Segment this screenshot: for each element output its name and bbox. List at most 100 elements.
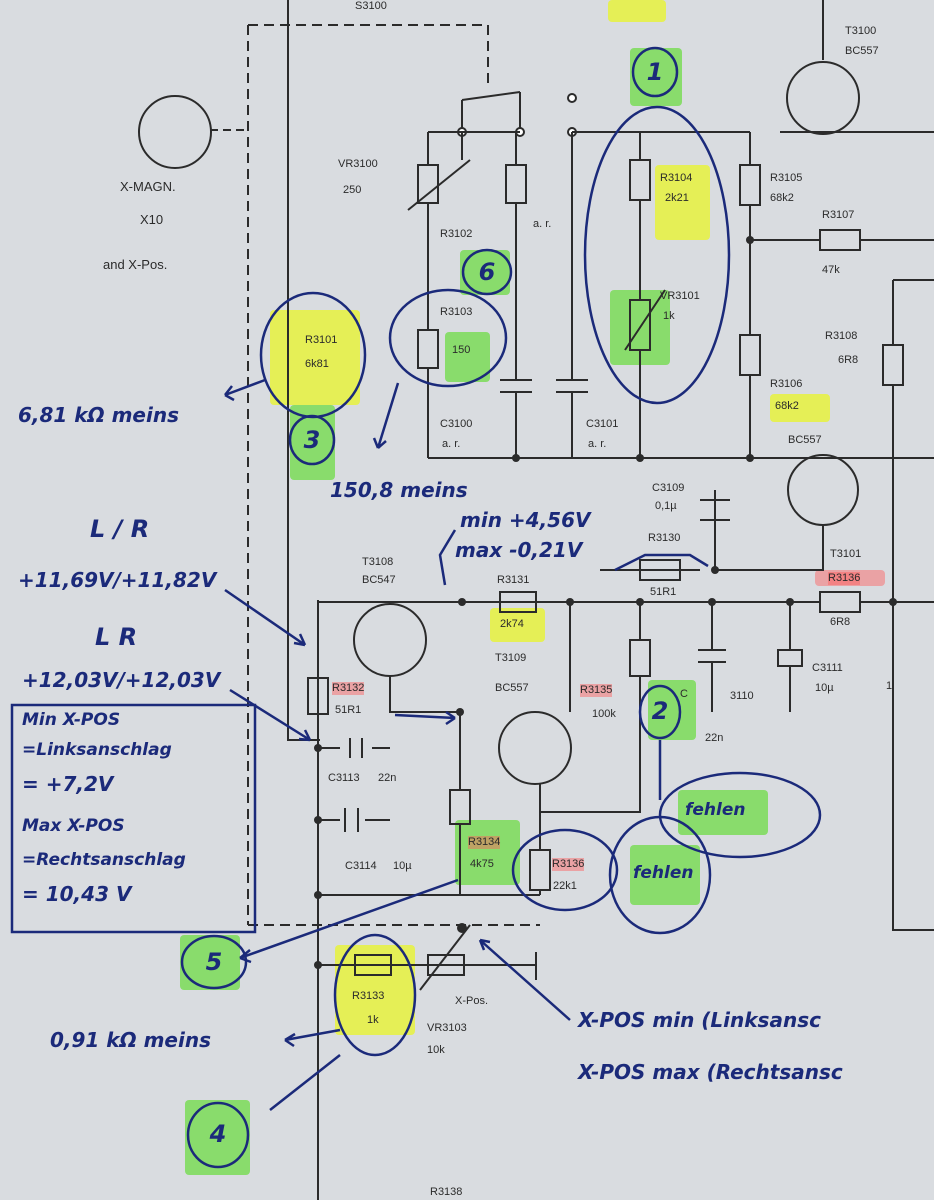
note-r3133-measured: 0,91 kΩ meins (50, 1028, 211, 1052)
note-box-line: =Linksanschlag (22, 740, 172, 760)
R3131-value: 2k74 (500, 618, 524, 630)
highlight (655, 165, 710, 240)
R3102-label: R3102 (440, 228, 473, 240)
note-box-line: = 10,43 V (22, 882, 132, 906)
R3136-value: 6R8 (830, 616, 851, 628)
note-lr-header-2: L R (95, 623, 138, 651)
VR3103-label: VR3103 (427, 1022, 467, 1034)
R3132-label: R3132 (332, 682, 365, 695)
R3101-value: 6k81 (305, 358, 329, 370)
R3136b-label: R3136 (552, 858, 585, 871)
highlight (678, 790, 768, 835)
R3134-value: 4k75 (470, 858, 494, 870)
R3108-value: 6R8 (838, 354, 859, 366)
C3113-label: C3113 (328, 772, 360, 784)
VR3100-value: 250 (343, 184, 362, 196)
note-missing: fehlen (633, 863, 694, 883)
note-min-voltage: min +4,56V (460, 508, 591, 532)
C3110-value: 22n (705, 732, 724, 744)
C3109-value: 0,1µ (655, 500, 677, 512)
highlight (270, 310, 360, 405)
R3135-label: R3135 (580, 684, 613, 697)
note-max-voltage: max -0,21V (455, 538, 583, 562)
pin-one: 1 (886, 680, 893, 692)
note-r3103-measured: 150,8 meins (330, 478, 468, 502)
R3108-label: R3108 (825, 330, 858, 342)
R3136-label: R3136 (828, 572, 861, 585)
note-lr-values-2: +12,03V/+12,03V (22, 668, 221, 692)
R3138-label: R3138 (430, 1186, 463, 1198)
note-box-line: = +7,2V (22, 772, 114, 796)
note-lr-values-1: +11,69V/+11,82V (18, 568, 217, 592)
R3104-label: R3104 (660, 172, 693, 184)
T3108-type: BC547 (362, 574, 396, 586)
R3134-label: R3134 (468, 836, 501, 849)
circled-number: 5 (205, 948, 223, 976)
note-box-line: Max X-POS (22, 816, 125, 836)
highlight (770, 394, 830, 422)
VR3103-value: 10k (427, 1044, 445, 1056)
C3114-value: 10µ (393, 860, 412, 872)
note-xpos-max: X-POS max (Rechtsansc (578, 1060, 843, 1084)
C3114-label: C3114 (345, 860, 377, 872)
T3102-type: BC557 (788, 434, 822, 446)
R3133-value: 1k (367, 1014, 379, 1026)
highlight (630, 845, 700, 905)
C3110-prefix: C (680, 688, 688, 700)
note-missing: fehlen (685, 800, 746, 820)
C3110-label: 3110 (730, 690, 754, 702)
switch-label: S3100 (355, 0, 387, 12)
R3133-label: R3133 (352, 990, 385, 1002)
circled-number: 2 (651, 697, 669, 725)
R3107-label: R3107 (822, 209, 855, 221)
VR3100-label: VR3100 (338, 158, 378, 170)
VR3101-value: 1k (663, 310, 675, 322)
note-xpos-min: X-POS min (Linksansc (578, 1008, 821, 1032)
T3101-label: T3101 (830, 548, 862, 560)
R3130-value: 51R1 (650, 586, 677, 598)
R3107-value: 47k (822, 264, 840, 276)
circled-number: 6 (478, 258, 496, 286)
C3100-label: C3100 (440, 418, 473, 430)
VR3101-label: VR3101 (660, 290, 700, 302)
R3103-value: 150 (452, 344, 471, 356)
C3100-note: a. r. (442, 438, 461, 450)
VR3103-xpos: X-Pos. (455, 995, 489, 1007)
R3136b-value: 22k1 (553, 880, 577, 892)
T3100-type: BC557 (845, 45, 879, 57)
circled-number: 4 (209, 1120, 227, 1148)
C3101-note: a. r. (588, 438, 607, 450)
highlight (445, 332, 490, 382)
note-lr-header: L / R (90, 515, 150, 543)
R3132-value: 51R1 (335, 704, 362, 716)
R3101-label: R3101 (305, 334, 338, 346)
T3109-label: T3109 (495, 652, 527, 664)
C3101-label: C3101 (586, 418, 619, 430)
R3105-value: 68k2 (770, 192, 794, 204)
connector-label-line: and X-Pos. (103, 257, 168, 272)
note-box-line: Min X-POS (22, 710, 121, 730)
R3106-label: R3106 (770, 378, 803, 390)
note-box-line: =Rechtsanschlag (22, 850, 186, 870)
highlight (815, 570, 885, 586)
R3105-label: R3105 (770, 172, 803, 184)
C3109-label: C3109 (652, 482, 685, 494)
R3106-value: 68k2 (775, 400, 799, 412)
T3100-label: T3100 (845, 25, 877, 37)
connector-label-line: X-MAGN. (120, 179, 176, 194)
C3111-value: 10µ (815, 682, 834, 694)
R3131-label: R3131 (497, 574, 530, 586)
R3130-label: R3130 (648, 532, 681, 544)
note-r3101-measured: 6,81 kΩ meins (18, 403, 179, 427)
circled-number: 1 (646, 58, 664, 86)
C3113-value: 22n (378, 772, 397, 784)
highlight (608, 0, 666, 22)
T3108-label: T3108 (362, 556, 394, 568)
connector-label-line: X10 (140, 212, 164, 227)
R3135-value: 100k (592, 708, 616, 720)
C3111-label: C3111 (812, 662, 843, 674)
highlight (490, 608, 545, 642)
highlight (455, 820, 520, 885)
